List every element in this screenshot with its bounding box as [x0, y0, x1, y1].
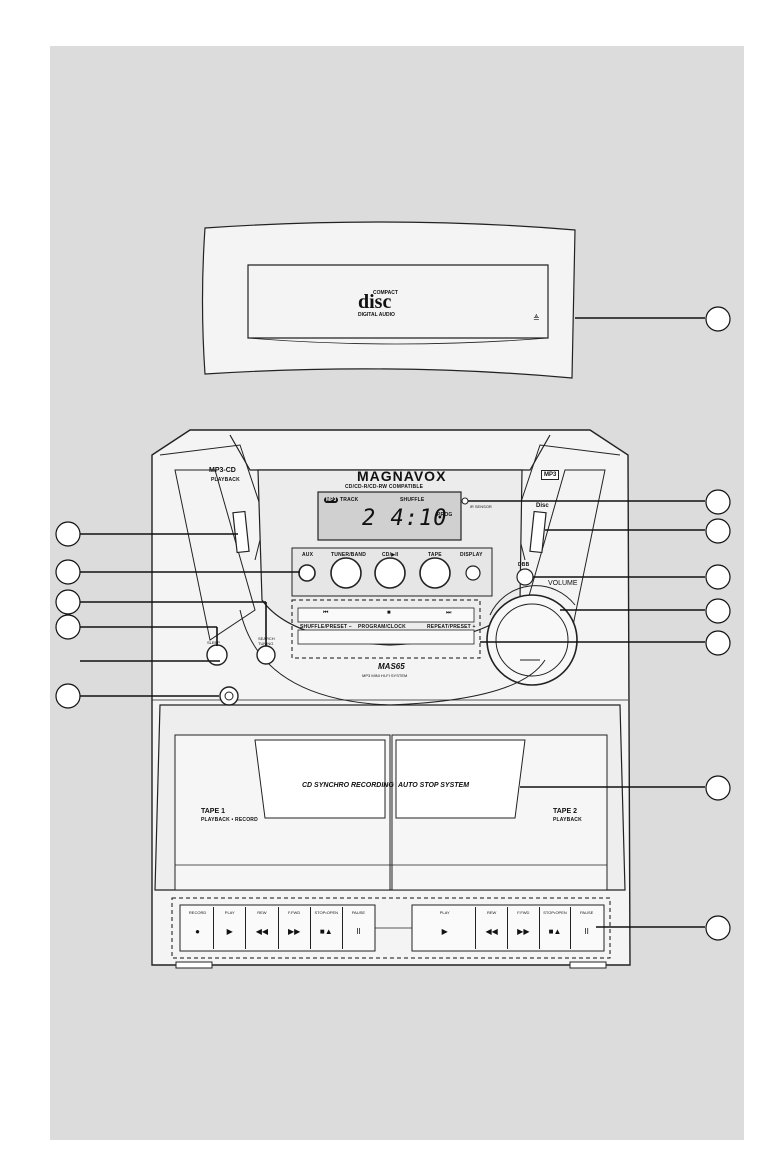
ir-sensor-dot: [461, 497, 469, 505]
deck1-rew-key[interactable]: REW ◀◀: [246, 907, 279, 949]
display-track-label: TRACK: [340, 497, 359, 503]
compat-label: CD/CD-R/CD-RW COMPATIBLE: [345, 484, 424, 490]
deck2-key-row: PLAY ▶ REW ◀◀ F.FWD ▶▶ STOP•OPEN ■▲ PAUS…: [414, 907, 602, 949]
deck2-play-key[interactable]: PLAY ▶: [414, 907, 477, 949]
tape1-window: [254, 739, 386, 819]
cd-logo-compact: COMPACT: [373, 290, 398, 296]
headphone-jack: [219, 686, 239, 706]
cd-play-knob: [374, 557, 406, 589]
disc-label: Disc: [536, 503, 549, 509]
tape1-sub-label: PLAYBACK • RECORD: [201, 817, 258, 823]
aux-label: AUX: [302, 552, 314, 558]
mp3cd-label: MP3-CD: [209, 467, 236, 474]
next-icon[interactable]: ⏭: [446, 610, 452, 616]
eject-icon[interactable]: ≜: [533, 314, 540, 323]
model-label: MAS65: [378, 662, 405, 671]
tape-knob: [419, 557, 451, 589]
tuner-band-knob: [330, 557, 362, 589]
display-label: DISPLAY: [460, 552, 483, 558]
display-digits: 2 4:10: [362, 506, 448, 531]
callout-markers: [55, 306, 731, 941]
tape2-window: [395, 739, 526, 819]
deck1-ffwd-key[interactable]: F.FWD ▶▶: [279, 907, 311, 949]
tape2-sub-label: PLAYBACK: [553, 817, 582, 823]
deck2-stop-open-key[interactable]: STOP•OPEN ■▲: [540, 907, 572, 949]
cd-logo-disc: disc: [358, 291, 392, 313]
ir-sensor-label: iR SENSOR: [470, 504, 492, 509]
dbb-label: DBB: [518, 562, 530, 568]
deck1-play-key[interactable]: PLAY ▶: [214, 907, 247, 949]
deck1-record-key[interactable]: RECORD ●: [182, 907, 215, 949]
prev-icon[interactable]: ⏮: [323, 610, 329, 616]
cd-label: CD/▶II: [382, 552, 399, 558]
deck2-pause-key[interactable]: PAUSE II: [580, 910, 594, 936]
display-mp3-indicator: MP3: [324, 497, 339, 503]
deck1-pause-key[interactable]: PAUSE II: [351, 910, 366, 936]
repeat-preset-label: REPEAT/PRESET +: [427, 624, 476, 630]
stop-icon[interactable]: ■: [387, 610, 391, 616]
volume-knob: [486, 594, 578, 686]
deck1-key-row: RECORD ● PLAY ▶ REW ◀◀ F.FWD ▶▶ STOP•OPE…: [182, 907, 374, 949]
shuffle-preset-label: SHUFFLE/PRESET −: [300, 624, 352, 630]
search-label: SEARCH TUNING: [258, 636, 275, 646]
deck1-stop-open-key[interactable]: STOP•OPEN ■▲: [311, 907, 343, 949]
deck2-rew-key[interactable]: REW ◀◀: [476, 907, 508, 949]
slot-left: [232, 510, 250, 554]
slot-right: [529, 510, 547, 554]
brand-logo: MAGNAVOX: [357, 468, 447, 484]
cd-tray-panel: [201, 221, 576, 379]
sleep-label: SLEEP: [207, 640, 220, 645]
program-clock-label: PROGRAM/CLOCK: [358, 624, 406, 630]
nav-panel: [291, 599, 481, 659]
tape2-label: TAPE 2: [553, 808, 577, 815]
lcd-display: [317, 491, 462, 541]
playback-label: PLAYBACK: [211, 477, 240, 483]
sync-label: CD SYNCHRO RECORDING: [302, 782, 394, 789]
model-sub-label: MP3 MINI HI-FI SYSTEM: [362, 673, 408, 678]
deck-key-panel: [171, 897, 611, 959]
display-prog-label: PROG: [437, 512, 453, 518]
display-shuffle-label: SHUFFLE: [400, 497, 425, 503]
search-button: [256, 645, 276, 665]
tape1-label: TAPE 1: [201, 808, 225, 815]
sleep-button: [206, 644, 228, 666]
aux-button: [298, 564, 316, 582]
cd-logo-digital: DIGITAL AUDIO: [358, 312, 395, 318]
mp3-badge: MP3: [541, 470, 560, 480]
autostop-label: AUTO STOP SYSTEM: [398, 782, 470, 789]
tuner-label: TUNER/BAND: [331, 552, 367, 558]
dbb-button: [516, 568, 534, 586]
display-button: [465, 565, 481, 581]
deck2-ffwd-key[interactable]: F.FWD ▶▶: [508, 907, 540, 949]
volume-label: VOLUME: [548, 580, 578, 587]
tape-label: TAPE: [428, 552, 442, 558]
